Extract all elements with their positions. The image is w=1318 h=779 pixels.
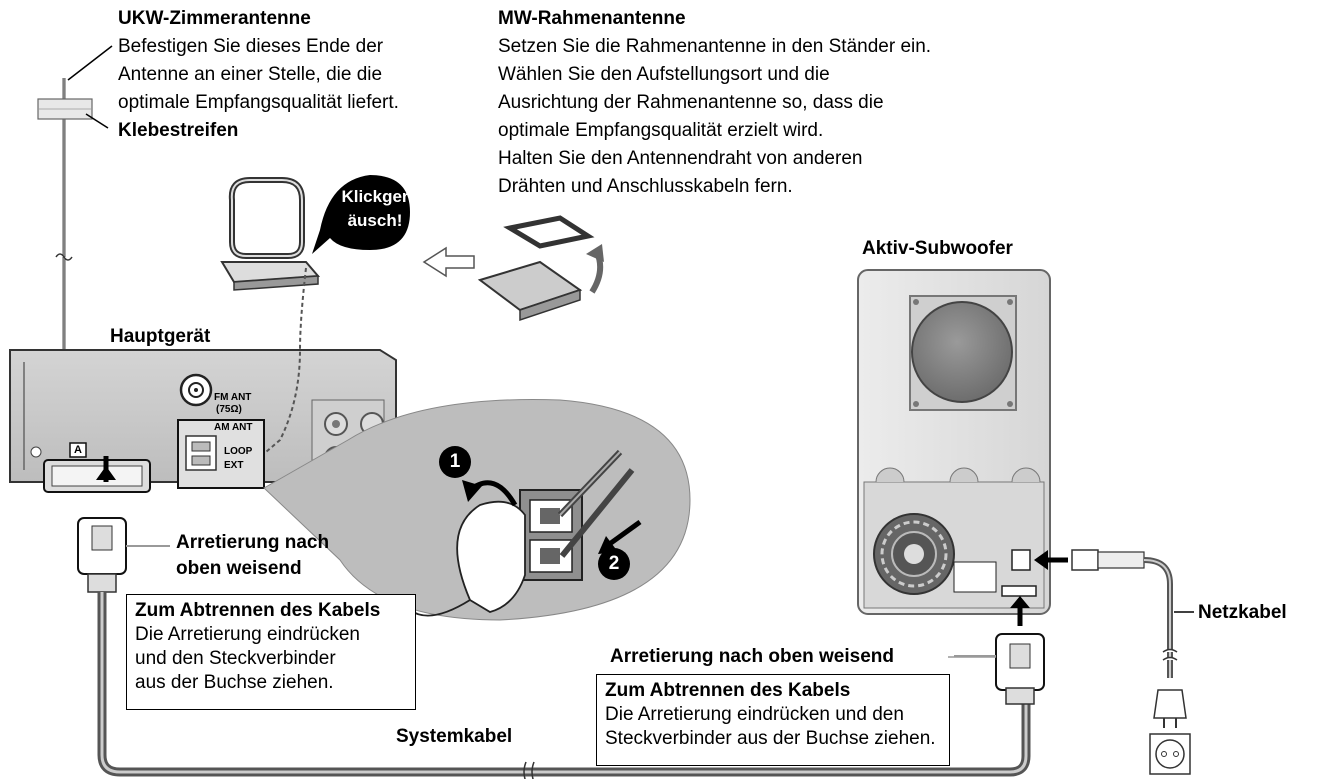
fm-antenna-line-1: Befestigen Sie dieses Ende der bbox=[118, 36, 384, 57]
right-system-connector bbox=[954, 596, 1045, 705]
active-subwoofer-illustration bbox=[857, 269, 1051, 615]
right-disconnect-note: Zum Abtrennen des Kabels Die Arretierung… bbox=[596, 674, 950, 766]
power-cable bbox=[1034, 549, 1194, 775]
click-bubble-line-2: äusch! bbox=[347, 211, 403, 230]
click-sound-bubble bbox=[312, 175, 410, 254]
system-cable-label: Systemkabel bbox=[396, 726, 513, 747]
step-2-marker bbox=[598, 548, 630, 580]
wire-break-icon bbox=[55, 253, 73, 261]
left-lock-label-line-2: oben weisend bbox=[176, 558, 302, 579]
left-system-connector bbox=[77, 456, 170, 593]
main-unit-label: Hauptgerät bbox=[110, 326, 211, 347]
insert-arrow-icon bbox=[422, 246, 475, 278]
fm-antenna-title: UKW-Zimmerantenne bbox=[118, 8, 311, 29]
power-cable-label: Netzkabel bbox=[1198, 602, 1287, 623]
am-antenna-line-1: Setzen Sie die Rahmenantenne in den Stän… bbox=[498, 36, 932, 57]
left-note-line-2: und den Steckverbinder bbox=[135, 648, 336, 669]
am-ant-label: AM ANT bbox=[214, 422, 253, 433]
hand-icon bbox=[456, 500, 526, 613]
step-1-marker bbox=[439, 446, 471, 478]
am-ext-label: EXT bbox=[224, 460, 244, 471]
right-note-title: Zum Abtrennen des Kabels bbox=[605, 680, 851, 701]
am-antenna-line-6: Drähten und Anschlusskabeln fern. bbox=[498, 176, 793, 197]
right-note-line-1: Die Arretierung eindrücken und den bbox=[605, 704, 904, 725]
left-note-title: Zum Abtrennen des Kabels bbox=[135, 600, 381, 621]
click-bubble-line-1: Klickger bbox=[341, 187, 409, 206]
right-note-line-2: Steckverbinder aus der Buchse ziehen. bbox=[605, 728, 936, 749]
step-1-number: 1 bbox=[449, 451, 461, 472]
am-loop-label: LOOP bbox=[224, 446, 253, 457]
fm-antenna-line-2: Antenne an einer Stelle, die die bbox=[118, 64, 383, 85]
subwoofer-label: Aktiv-Subwoofer bbox=[862, 238, 1013, 259]
left-note-line-1: Die Arretierung eindrücken bbox=[135, 624, 360, 645]
speaker-cone-icon bbox=[911, 301, 1013, 403]
am-antenna-title: MW-Rahmenantenne bbox=[498, 8, 686, 29]
am-antenna-line-2: Wählen Sie den Aufstellungsort und die bbox=[498, 64, 830, 85]
am-antenna-stand-illustration bbox=[477, 215, 604, 322]
am-antenna-line-4: optimale Empfangsqualität erzielt wird. bbox=[498, 120, 824, 141]
step-2-number: 2 bbox=[608, 553, 620, 574]
fm-ant-label: FM ANT bbox=[214, 392, 252, 403]
port-a-label: A bbox=[74, 444, 82, 456]
fm-ant-impedance: (75Ω) bbox=[216, 404, 242, 415]
tape-label: Klebestreifen bbox=[118, 120, 239, 141]
left-disconnect-note: Zum Abtrennen des Kabels Die Arretierung… bbox=[126, 594, 416, 710]
left-lock-label-line-1: Arretierung nach bbox=[176, 532, 330, 553]
am-antenna-line-3: Ausrichtung der Rahmenantenne so, dass d… bbox=[498, 92, 884, 113]
am-antenna-line-5: Halten Sie den Antennendraht von anderen bbox=[498, 148, 863, 169]
right-lock-label: Arretierung nach oben weisend bbox=[610, 646, 894, 667]
left-note-line-3: aus der Buchse ziehen. bbox=[135, 672, 334, 693]
fm-antenna-line-3: optimale Empfangsqualität liefert. bbox=[118, 92, 399, 113]
am-loop-antenna-illustration bbox=[220, 177, 321, 453]
